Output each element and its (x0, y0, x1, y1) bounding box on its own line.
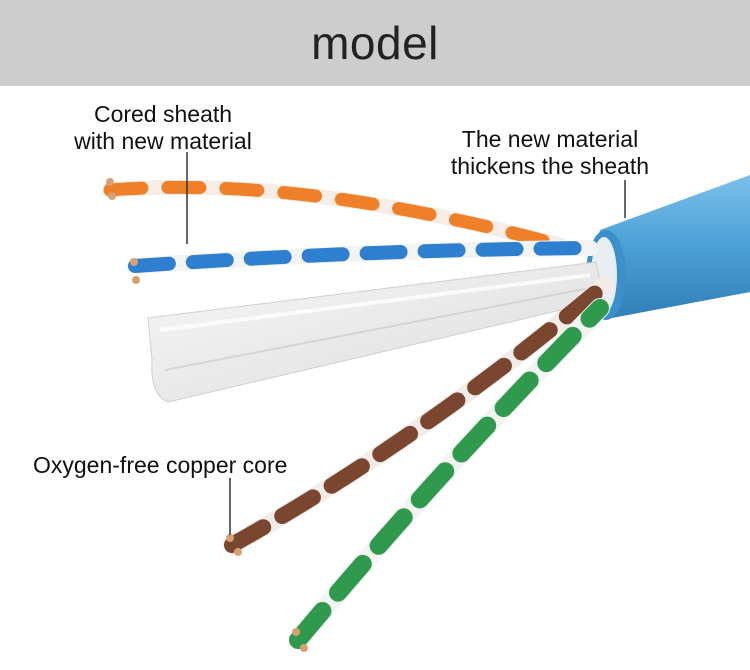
cross-separator (147, 261, 605, 403)
green-pair (288, 298, 610, 652)
page-title: model (311, 17, 439, 69)
title-banner: model (0, 0, 750, 86)
blue-pair (127, 240, 598, 284)
cable-jacket (586, 175, 750, 320)
label-cored-sheath: Cored sheath with new material (74, 101, 252, 154)
brown-pair (223, 276, 614, 556)
label-copper-core: Oxygen-free copper core (33, 452, 288, 478)
orange-pair (102, 178, 568, 253)
label-thick-sheath: The new material thickens the sheath (450, 126, 650, 179)
cable-photo (102, 152, 750, 652)
